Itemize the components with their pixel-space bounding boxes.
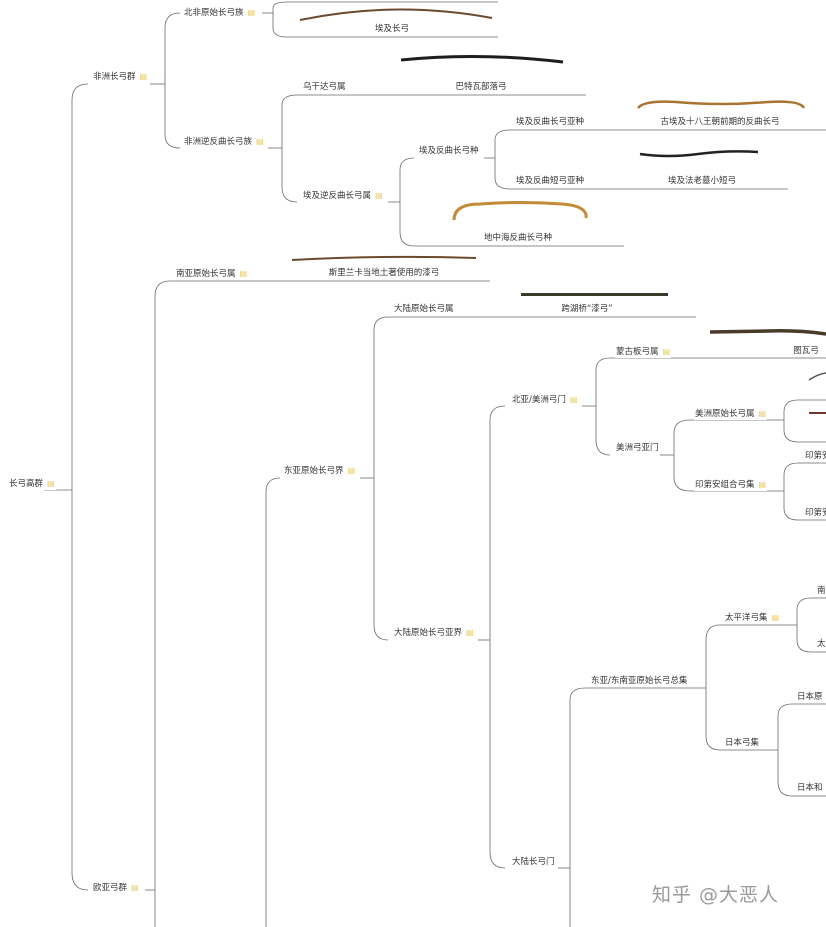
african-reflex-label: 非洲逆反曲长弓族 bbox=[184, 137, 253, 147]
north-asia-label: 北亚/美洲弓门 bbox=[512, 395, 566, 405]
node-egypt-sub-long[interactable]: 埃及反曲长弓亚种 bbox=[515, 117, 586, 128]
node-egypt-species[interactable]: 埃及反曲长弓种 bbox=[418, 146, 480, 157]
america-bow-image-1 bbox=[808, 372, 826, 381]
batwa-bow-image bbox=[400, 54, 564, 64]
eurasia-label: 欧亚弓群 bbox=[93, 883, 128, 893]
item-sri-lanka-bow[interactable]: 斯里兰卡当地土著使用的漆弓 bbox=[327, 268, 441, 279]
note-icon: ▤ bbox=[758, 409, 767, 418]
node-america-native[interactable]: 美洲原始长弓属▤ bbox=[694, 408, 768, 420]
tuva-bow-image bbox=[709, 329, 826, 336]
node-japan-sub2[interactable]: 日本和 bbox=[796, 783, 824, 794]
zhihu-watermark: 知乎 @大恶人 bbox=[652, 884, 780, 906]
note-icon: ▤ bbox=[466, 628, 474, 637]
note-icon: ▤ bbox=[139, 72, 148, 81]
mongol-label: 蒙古板弓属 bbox=[616, 347, 659, 357]
node-japan-sub1[interactable]: 日本原 bbox=[796, 692, 824, 703]
node-south-asia[interactable]: 南亚原始长弓属▤ bbox=[175, 268, 249, 280]
root-node[interactable]: 长弓高群▤ bbox=[8, 478, 56, 490]
node-indian[interactable]: 印第安组合弓集▤ bbox=[694, 479, 768, 491]
note-icon: ▤ bbox=[47, 479, 55, 488]
item-18th-dynasty-bow[interactable]: 古埃及十八王朝前期的反曲长弓 bbox=[659, 117, 781, 128]
north-africa-label: 北非原始长弓族 bbox=[184, 8, 244, 18]
node-african-reflex[interactable]: 非洲逆反曲长弓族▤ bbox=[183, 136, 265, 148]
node-pacific-sub1[interactable]: 南 bbox=[816, 586, 826, 597]
egypt-reflex-label: 埃及逆反曲长弓属 bbox=[303, 191, 372, 201]
note-icon: ▤ bbox=[569, 395, 578, 404]
kuahuqiao-bow-image bbox=[521, 293, 668, 296]
note-icon: ▤ bbox=[771, 613, 780, 622]
node-continental-subrealm[interactable]: 大陆原始长弓亚界▤ bbox=[393, 627, 475, 639]
item-egypt-bow[interactable]: 埃及长弓 bbox=[373, 24, 411, 35]
node-egypt-reflex[interactable]: 埃及逆反曲长弓属▤ bbox=[302, 190, 384, 202]
node-north-asia[interactable]: 北亚/美洲弓门▤ bbox=[511, 394, 579, 406]
note-icon: ▤ bbox=[347, 466, 356, 475]
note-icon: ▤ bbox=[256, 137, 264, 146]
node-uganda[interactable]: 乌干达弓属 bbox=[302, 82, 347, 93]
node-indian-sub2[interactable]: 印第安 bbox=[804, 508, 826, 519]
node-north-africa[interactable]: 北非原始长弓族▤ bbox=[183, 7, 257, 19]
south-asia-label: 南亚原始长弓属 bbox=[176, 269, 236, 279]
pacific-label: 太平洋弓集 bbox=[725, 613, 768, 623]
note-icon: ▤ bbox=[247, 8, 256, 17]
east-asia-label: 东亚原始长弓界 bbox=[284, 466, 344, 476]
item-pharaoh-short-bow[interactable]: 埃及法老墓小短弓 bbox=[666, 176, 738, 187]
root-label: 长弓高群 bbox=[9, 479, 44, 489]
item-batwa[interactable]: 巴特瓦部落弓 bbox=[454, 82, 508, 93]
item-tuva-bow[interactable]: 图瓦弓 bbox=[792, 346, 820, 357]
item-kuahuqiao-bow[interactable]: 跨湖桥“漆弓” bbox=[560, 304, 614, 315]
node-america[interactable]: 美洲弓亚门 bbox=[615, 443, 660, 454]
node-continental-genus[interactable]: 大陆原始长弓属 bbox=[393, 304, 455, 315]
africa-label: 非洲长弓群 bbox=[93, 72, 136, 82]
note-icon: ▤ bbox=[239, 269, 248, 278]
note-icon: ▤ bbox=[131, 883, 139, 892]
node-egypt-sub-short[interactable]: 埃及反曲短弓亚种 bbox=[515, 176, 586, 187]
node-continental-longbow[interactable]: 大陆长弓门 bbox=[511, 857, 556, 868]
continental-subrealm-label: 大陆原始长弓亚界 bbox=[394, 628, 463, 638]
egypt-longbow-image bbox=[299, 8, 493, 21]
node-mongol[interactable]: 蒙古板弓属▤ bbox=[615, 346, 672, 358]
node-east-asia[interactable]: 东亚原始长弓界▤ bbox=[283, 465, 357, 477]
indian-label: 印第安组合弓集 bbox=[695, 480, 755, 490]
node-se-asia[interactable]: 东亚/东南亚原始长弓总集 bbox=[590, 676, 689, 687]
note-icon: ▤ bbox=[662, 347, 671, 356]
egypt-18th-dynasty-bow-image bbox=[637, 100, 806, 109]
note-icon: ▤ bbox=[758, 480, 767, 489]
mediterranean-bow-image bbox=[452, 201, 588, 221]
node-pacific-sub2[interactable]: 太 bbox=[816, 639, 826, 650]
pharaoh-short-bow-image bbox=[639, 150, 759, 158]
node-indian-sub1[interactable]: 印第安 bbox=[804, 451, 826, 462]
sri-lanka-bow-image bbox=[291, 255, 477, 261]
america-native-label: 美洲原始长弓属 bbox=[695, 409, 755, 419]
item-mediterranean-bow[interactable]: 地中海反曲长弓种 bbox=[482, 233, 554, 244]
node-pacific[interactable]: 太平洋弓集▤ bbox=[724, 612, 781, 624]
node-africa[interactable]: 非洲长弓群▤ bbox=[92, 71, 149, 83]
note-icon: ▤ bbox=[375, 191, 383, 200]
node-eurasia[interactable]: 欧亚弓群▤ bbox=[92, 882, 140, 894]
america-bow-image-2 bbox=[809, 412, 826, 414]
node-japan[interactable]: 日本弓集 bbox=[724, 738, 761, 749]
